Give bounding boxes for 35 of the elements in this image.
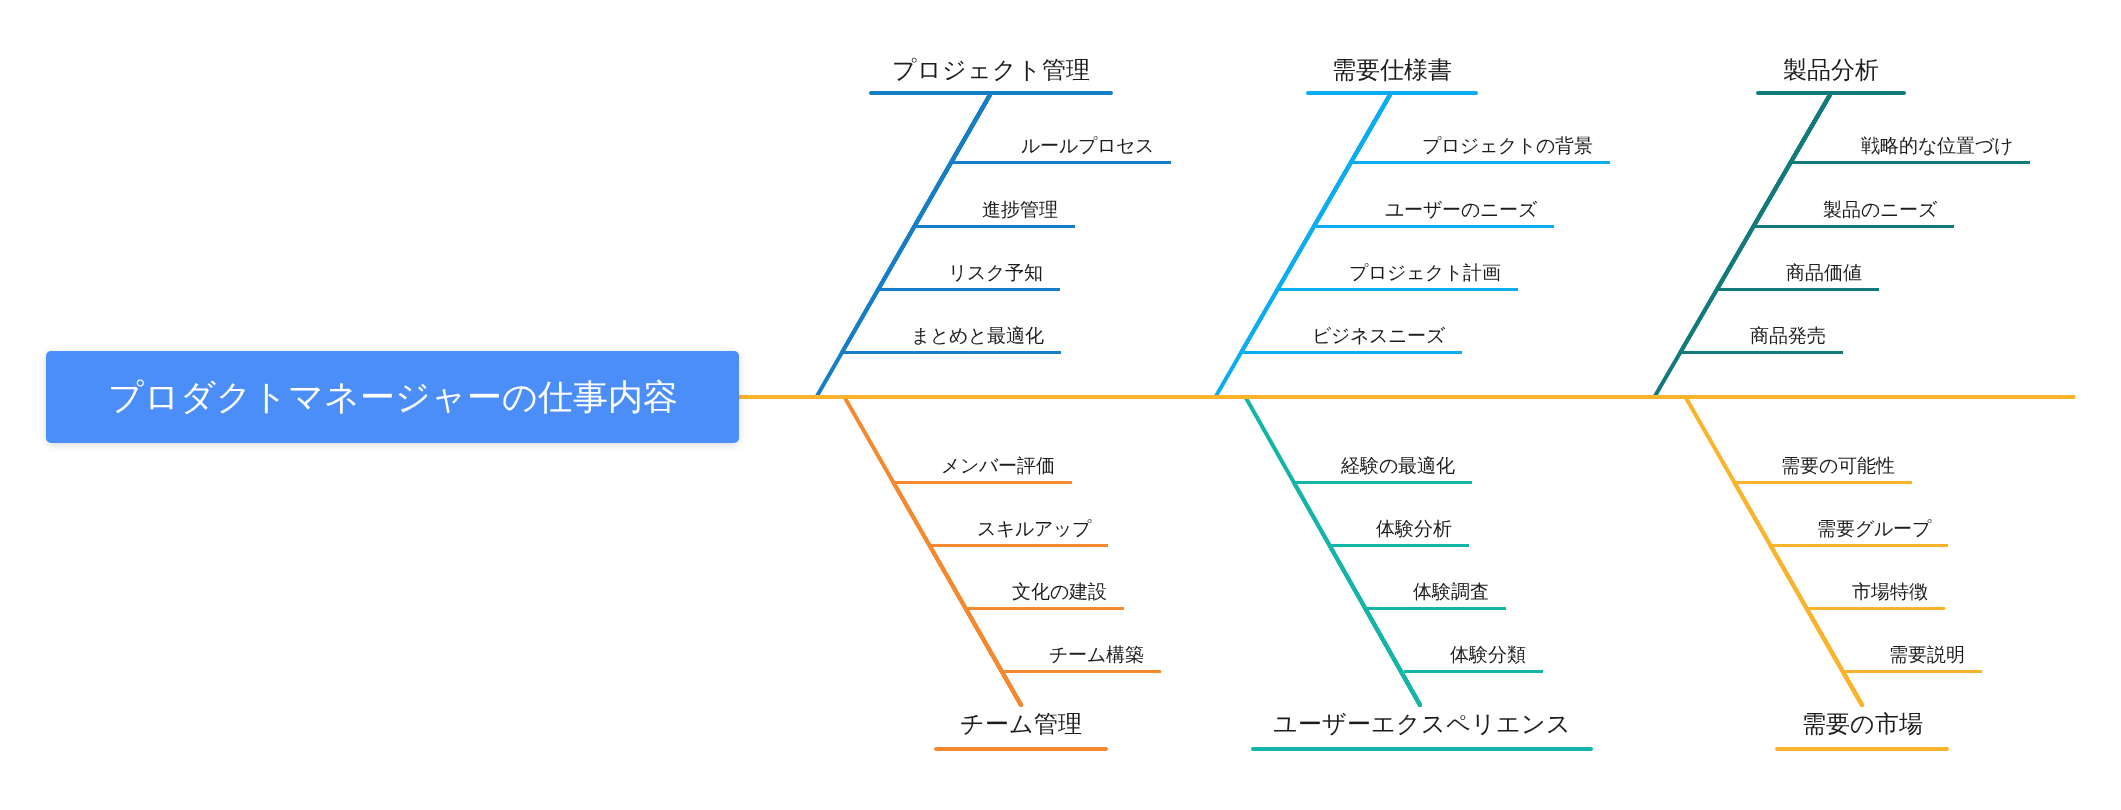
root-topic-box: プロダクトマネージャーの仕事内容 — [46, 351, 739, 443]
category-label: 需要仕様書 — [1332, 55, 1452, 85]
cause-label: まとめと最適化 — [911, 325, 1044, 347]
cause-label: プロジェクト計画 — [1349, 262, 1501, 284]
cause-label: 需要説明 — [1889, 644, 1965, 666]
category-label: チーム管理 — [960, 710, 1082, 740]
category-label: プロジェクト管理 — [892, 55, 1090, 85]
cause-label: 体験調査 — [1413, 581, 1489, 603]
cause-label: 体験分類 — [1450, 644, 1526, 666]
cause-label: プロジェクトの背景 — [1422, 135, 1593, 157]
cause-label: 製品のニーズ — [1823, 199, 1937, 221]
cause-label: 商品価値 — [1786, 262, 1862, 284]
category-label: 需要の市場 — [1801, 710, 1923, 740]
branch-line — [1399, 669, 1422, 707]
cause-label: 市場特徴 — [1852, 581, 1928, 603]
cause-label: ビジネスニーズ — [1312, 325, 1445, 347]
branch-line — [1840, 669, 1864, 707]
cause-label: 商品発売 — [1750, 325, 1826, 347]
cause-label: 進捗管理 — [982, 199, 1058, 221]
cause-label: スキルアップ — [977, 518, 1091, 540]
cause-label: ルールプロセス — [1021, 135, 1154, 157]
spine-bar — [739, 395, 2075, 399]
cause-label: 戦略的な位置づけ — [1861, 135, 2013, 157]
cause-label: ユーザーのニーズ — [1385, 199, 1537, 221]
category-label: 製品分析 — [1783, 55, 1879, 85]
cause-label: 経験の最適化 — [1341, 455, 1455, 477]
cause-label: 需要の可能性 — [1781, 455, 1895, 477]
branch-line — [999, 669, 1023, 707]
cause-label: リスク予知 — [948, 262, 1043, 284]
cause-label: 体験分析 — [1376, 518, 1452, 540]
cause-label: 文化の建設 — [1012, 581, 1107, 603]
category-label: ユーザーエクスペリエンス — [1273, 710, 1571, 740]
cause-label: メンバー評価 — [941, 455, 1055, 477]
cause-label: 需要グループ — [1817, 518, 1931, 540]
cause-label: チーム構築 — [1049, 644, 1144, 666]
